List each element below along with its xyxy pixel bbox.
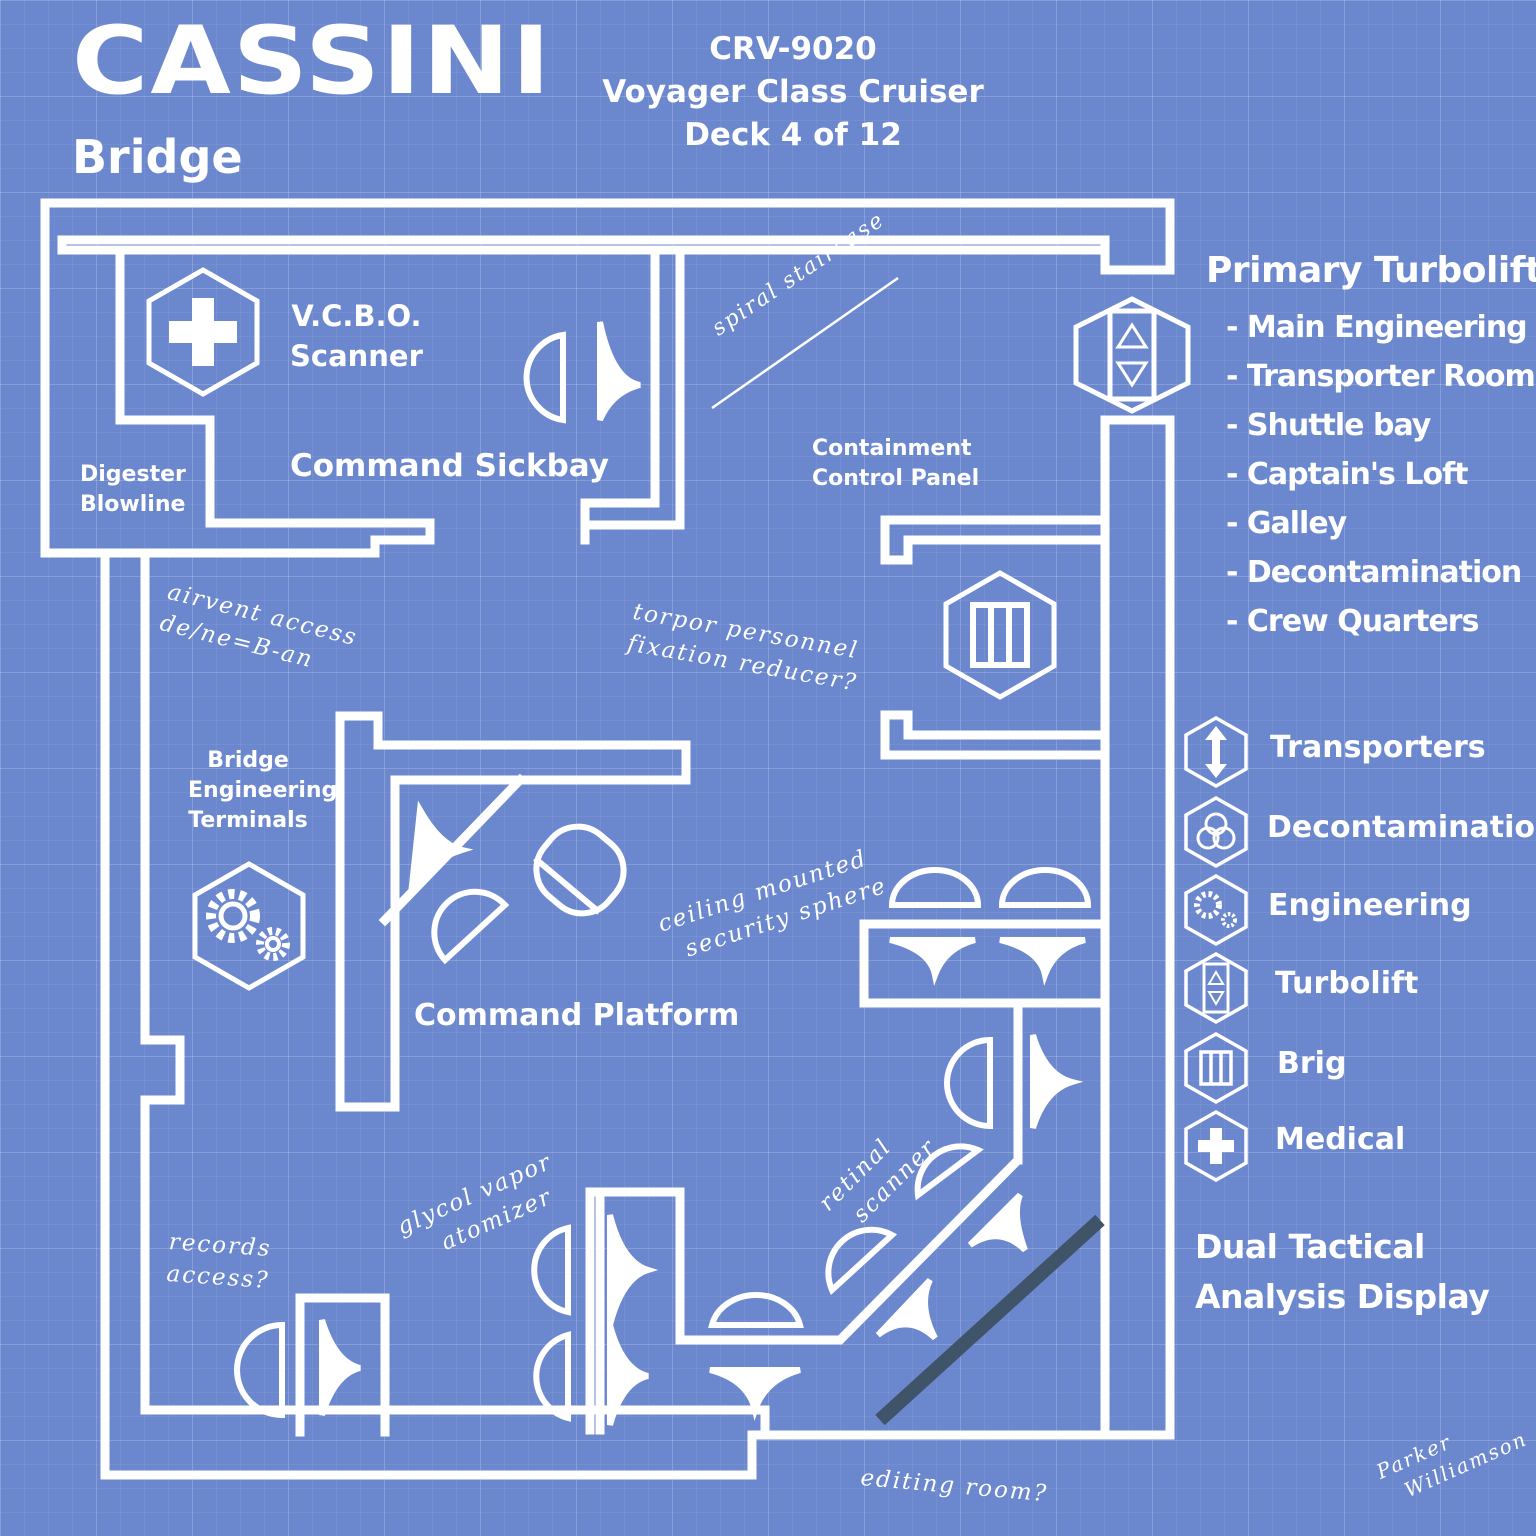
turbolift-destination: - Galley [1226,506,1347,541]
containment-label-1: Containment [812,436,972,461]
console [607,1324,649,1426]
console [709,1367,801,1421]
tactical-label: Dual Tactical Analysis Display [1195,1222,1490,1322]
console [967,1192,1028,1253]
room-label-vcbo: V.C.B.O. Scanner [290,296,423,376]
vcbo-label-1: V.C.B.O. [291,299,422,333]
wall-left-inner [140,555,770,1440]
room-label-digester: Digester Blowline [80,460,186,520]
legend-label-engineering: Engineering [1268,888,1472,923]
vcbo-label-2: Scanner [290,339,423,373]
legend-label-medical: Medical [1275,1122,1406,1157]
digester-label-1: Digester [80,462,186,487]
tactical-label-2: Analysis Display [1195,1277,1490,1316]
seat [533,1331,571,1422]
captain-chair [533,823,627,917]
room-label-engineering: Bridge Engineering Terminals [188,746,338,836]
room-label-command-platform: Command Platform [414,998,740,1033]
containment-label-2: Control Panel [812,466,980,491]
turbolift-destination: - Shuttle bay [1226,408,1431,443]
engineering-label-3: Terminals [188,808,308,833]
wall-brig-bottom [880,710,1110,760]
gears-icon [192,861,306,991]
seat [914,1143,984,1201]
room-label-containment: Containment Control Panel [812,434,979,494]
strikethrough [711,276,899,410]
deck-name: Bridge [72,130,243,184]
legend-biohazard-icon [1184,795,1248,869]
seat [888,867,982,908]
wall-brig-top [880,515,1110,565]
map-title: CASSINI [72,5,553,116]
console [319,1319,361,1416]
tactical-label-1: Dual Tactical [1195,1227,1425,1266]
console-bank-inner [859,919,1023,1008]
ship-class: Voyager Class Cruiser [602,74,984,110]
digester-label-2: Blowline [80,492,186,517]
legend-transporter-icon [1184,715,1248,789]
seat [944,1036,993,1130]
room-label-sickbay: Command Sickbay [290,448,609,484]
deck-number: Deck 4 of 12 [684,117,902,153]
records-room [295,1293,390,1437]
console [407,800,474,896]
console-bank [585,919,1110,1435]
seat [234,1321,285,1419]
engineering-label-2: Engineering [188,778,338,803]
console [889,937,976,986]
seat [825,1226,898,1296]
console [1030,1034,1084,1129]
console [875,1277,938,1341]
brig-icon [943,570,1057,700]
wall-outer-top [40,198,1175,275]
turbolift-destination: - Crew Quarters [1226,604,1479,639]
legend-label-brig: Brig [1277,1046,1347,1081]
wall-left-block [40,198,435,558]
legend-label-decontamination: Decontamination [1267,810,1536,845]
turbolift-icon [1073,296,1191,414]
legend-turbolift-icon [1184,951,1248,1025]
turbolift-destination: - Decontamination [1226,555,1522,590]
seat [523,331,566,424]
ship-info: CRV-9020 Voyager Class Cruiser Deck 4 of… [560,28,1026,157]
legend-brig-icon [1184,1031,1248,1105]
legend-label-turbolift: Turbolift [1275,966,1419,1001]
legend-label-transporters: Transporters [1270,730,1486,765]
wall-platform-L [335,711,691,1112]
wall-sickbay-right-2 [580,245,685,530]
medical-cross-icon [146,267,260,397]
turbolift-destination: - Transporter Rooms [1226,359,1536,394]
seat [531,1224,571,1316]
wall-left-outer [100,548,1110,1480]
seat [708,1291,804,1328]
tactical-display [875,1214,1105,1426]
console [597,321,641,422]
legend-gears-icon [1184,873,1248,947]
ship-id: CRV-9020 [709,31,877,67]
console [607,1214,659,1326]
legend-medical-cross-icon [1184,1109,1248,1183]
console [999,937,1086,986]
engineering-label-1: Bridge [207,748,289,773]
seat [998,867,1092,908]
note-records: records access? [166,1226,273,1297]
wall-right-column [1100,415,1175,1440]
turbolift-destination: - Captain's Loft [1226,457,1468,492]
seat [431,888,510,965]
turbolift-destination: - Main Engineering [1226,310,1528,345]
turbolift-heading: Primary Turbolift [1206,250,1536,291]
